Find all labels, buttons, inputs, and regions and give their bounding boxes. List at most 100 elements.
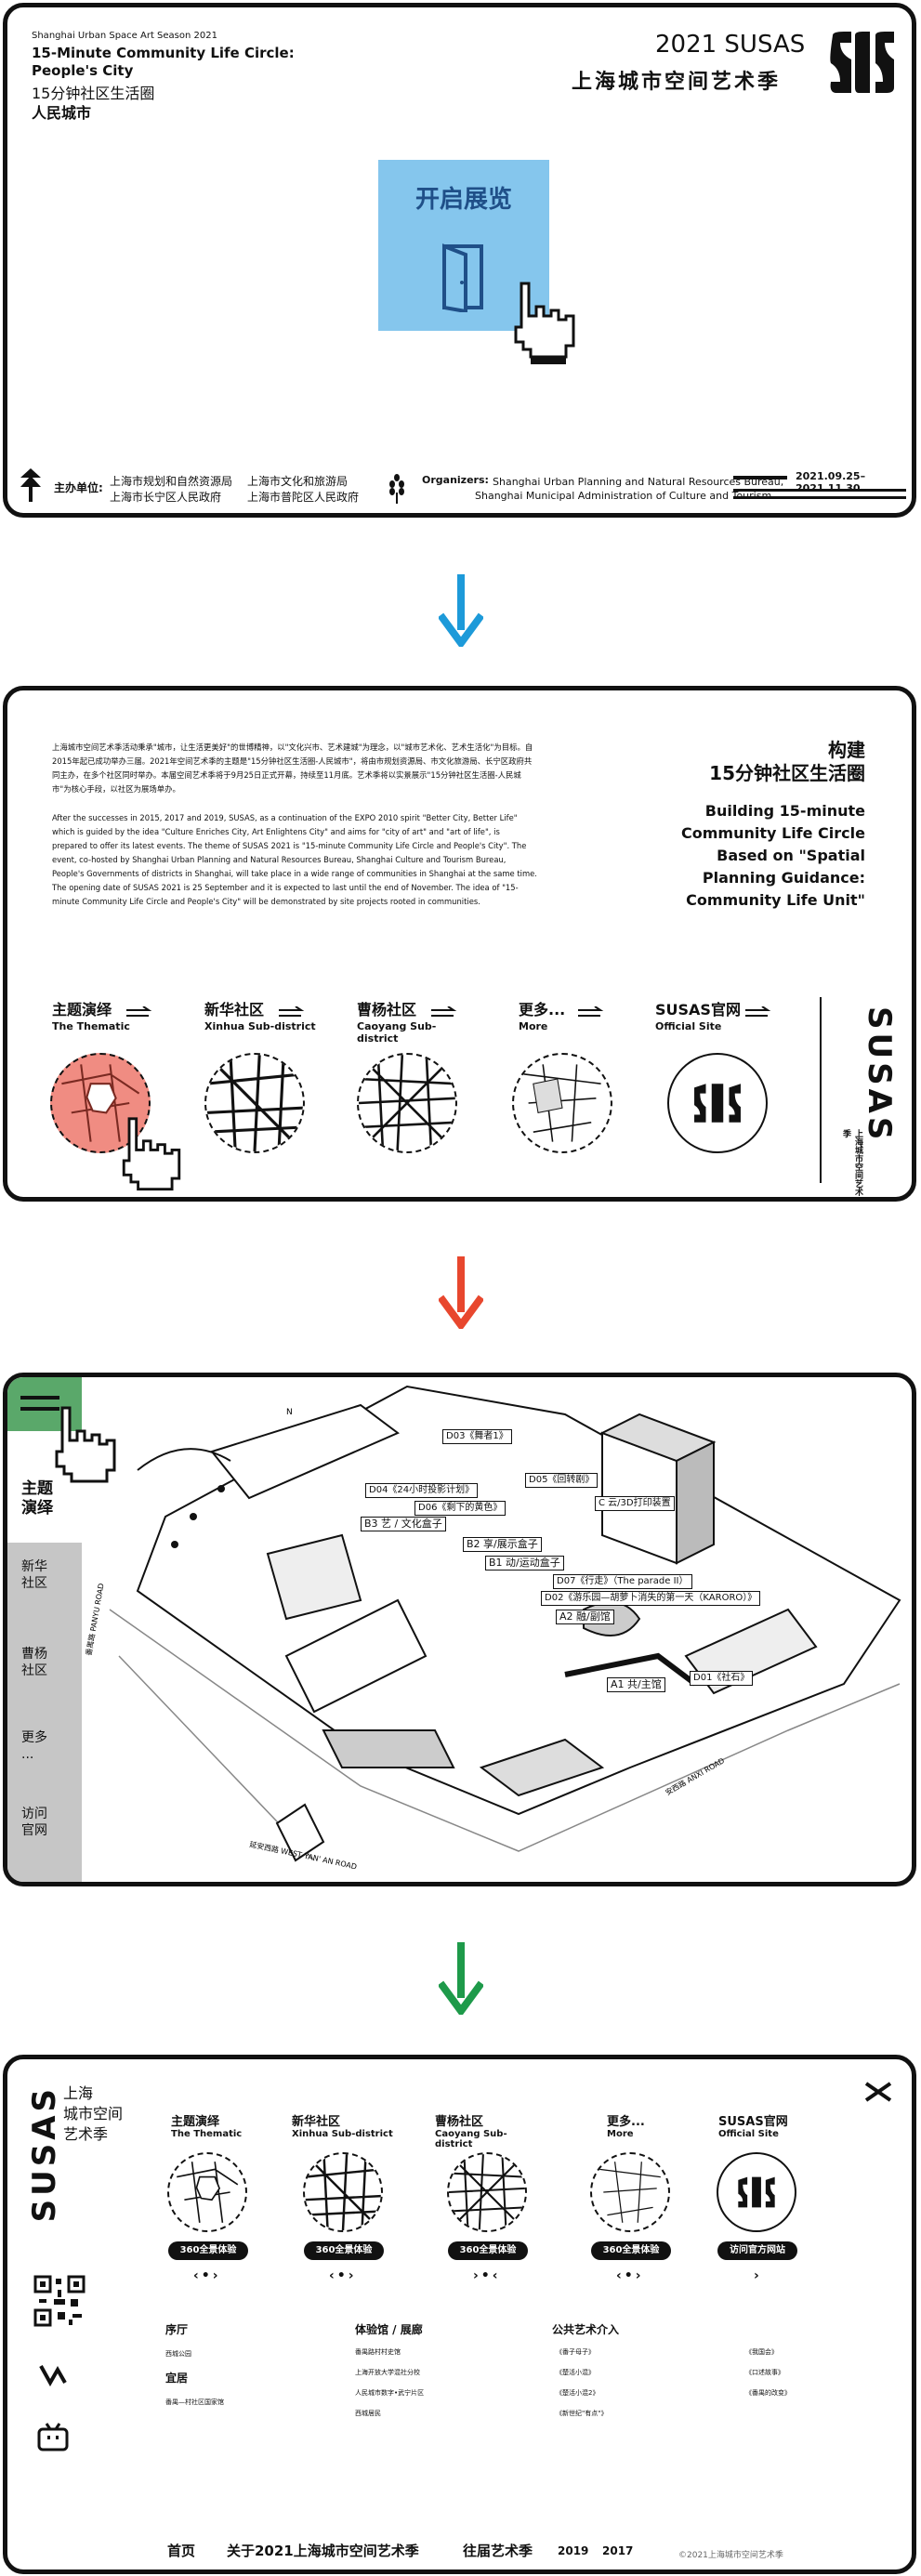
menu-item[interactable]: 《楚活小混》 — [556, 2369, 595, 2376]
menu-item[interactable]: 番禺路村村史馆 — [355, 2348, 401, 2356]
map-tag-a1[interactable]: A1 共/主馆 — [607, 1677, 665, 1692]
nav-arrow-icon — [578, 1006, 604, 1017]
enter-exhibition-label: 开启展览 — [414, 186, 512, 214]
intro-cn-text: 上海城市空间艺术季活动秉承"城市，让生活更美好"的世博精神，以"文化兴市、艺术建… — [52, 743, 533, 794]
caoyang-map-circle[interactable] — [357, 1053, 457, 1153]
footer-item-more[interactable]: 更多...More — [607, 2115, 645, 2139]
thematic-map-icon — [61, 1064, 140, 1142]
menu-item[interactable]: 西城居民 — [355, 2410, 381, 2417]
susas-logo-icon — [830, 32, 894, 93]
organizers-label: Organizers: — [422, 474, 489, 486]
side-item-caoyang[interactable]: 曹杨 社区 — [21, 1647, 47, 1678]
side-item-official[interactable]: 访问 官网 — [21, 1807, 47, 1838]
close-icon[interactable] — [864, 2082, 892, 2102]
menu-item[interactable]: 《番子母子》 — [556, 2348, 595, 2356]
nav-more[interactable]: 更多... More — [519, 1001, 566, 1033]
panorama-button-more[interactable]: 360全景体验 — [591, 2241, 671, 2260]
footer-brand: SUSAS — [26, 2085, 63, 2223]
menu-heading-livable: 宜居 — [165, 2372, 189, 2385]
map-tag-d05[interactable]: D05《回转剧》 — [525, 1473, 599, 1488]
road-anxi: 安西路 ANXI ROAD — [664, 1755, 726, 1797]
footer-link-home[interactable]: 首页 — [167, 2543, 196, 2559]
date-underline — [733, 489, 906, 492]
pager-thematic[interactable]: ‹•› — [193, 2268, 221, 2283]
footer-official-circle[interactable] — [717, 2152, 796, 2232]
footer-link-previous[interactable]: 往届艺术季 — [463, 2543, 533, 2559]
panorama-button-caoyang[interactable]: 360全景体验 — [448, 2241, 528, 2260]
footer-caoyang-circle[interactable] — [447, 2152, 527, 2232]
footer-more-circle[interactable] — [590, 2152, 670, 2232]
pager-xinhua[interactable]: ‹•› — [329, 2268, 357, 2283]
video-channel-icon[interactable] — [39, 2362, 67, 2386]
visit-official-button[interactable]: 访问官方网站 — [717, 2241, 797, 2260]
site-map[interactable]: 安西路 ANXI ROAD 番禺路 PANYU ROAD 延安西路 WEST Y… — [82, 1377, 914, 1882]
nav-arrow-icon — [431, 1006, 457, 1017]
nav-arrow-icon — [279, 1006, 305, 1017]
menu-item[interactable]: 《楚活小混2》 — [556, 2389, 599, 2397]
pager-caoyang[interactable]: ›•‹ — [473, 2268, 501, 2283]
xinhua-map-icon — [305, 2154, 381, 2230]
bilibili-tv-icon[interactable] — [37, 2422, 69, 2451]
map-tag-d06[interactable]: D06《剩下的黄色》 — [414, 1501, 507, 1516]
map-tag-c[interactable]: C 云/3D打印装置 — [595, 1496, 675, 1511]
official-site-circle[interactable] — [667, 1053, 768, 1153]
enter-exhibition-button[interactable]: 开启展览 — [378, 160, 549, 331]
menu-item[interactable]: 番禺—村社区国家馆 — [165, 2399, 224, 2406]
footer-xinhua-circle[interactable] — [303, 2152, 383, 2232]
vertical-brand: SUSAS — [861, 1006, 898, 1144]
more-map-icon — [599, 2162, 661, 2223]
map-tag-b3[interactable]: B3 艺 / 文化盒子 — [361, 1517, 446, 1531]
menu-item[interactable]: 《口述故事》 — [745, 2369, 784, 2376]
panorama-button-thematic[interactable]: 360全景体验 — [168, 2241, 248, 2260]
more-map-circle[interactable] — [512, 1053, 612, 1153]
thematic-map-icon — [177, 2162, 239, 2223]
nav-thematic[interactable]: 主题演绎 The Thematic — [52, 1001, 130, 1033]
hosts-col-1: 上海市规划和自然资源局上海市长宁区人民政府 — [110, 475, 233, 504]
pointer-hand-icon — [55, 1406, 116, 1483]
intro-en-text: After the successes in 2015, 2017 and 20… — [52, 813, 537, 906]
nav-xinhua[interactable]: 新华社区 Xinhua Sub-district — [204, 1001, 316, 1033]
side-item-xinhua[interactable]: 新华 社区 — [21, 1559, 47, 1591]
pager-more[interactable]: ‹•› — [616, 2268, 644, 2283]
brand-en: 2021 SUSAS — [655, 31, 806, 59]
menu-item[interactable]: 《番禺的改变》 — [745, 2389, 791, 2397]
brand-cn: 上海城市空间艺术季 — [572, 71, 782, 94]
menu-heading-public-art: 公共艺术介入 — [552, 2323, 620, 2336]
date-divider — [733, 476, 787, 480]
menu-item[interactable]: 上海开放大学混社分校 — [355, 2369, 420, 2376]
nav-caoyang[interactable]: 曹杨社区 Caoyang Sub-district — [357, 1001, 437, 1045]
side-item-more[interactable]: 更多 ... — [21, 1730, 47, 1762]
menu-item[interactable]: 《我国会》 — [745, 2348, 778, 2356]
map-tag-d03[interactable]: D03《舞者1》 — [442, 1429, 512, 1444]
tree-icon — [20, 468, 41, 502]
nav-official-site[interactable]: SUSAS官网 Official Site — [655, 1001, 741, 1033]
headline-en: Building 15-minute Community Life Circle… — [681, 802, 865, 909]
map-tag-a2[interactable]: A2 融/副馆 — [556, 1610, 614, 1624]
map-tag-b1[interactable]: B1 动/运动盒子 — [485, 1556, 564, 1571]
panorama-button-xinhua[interactable]: 360全景体验 — [304, 2241, 384, 2260]
map-tag-b2[interactable]: B2 享/展示盒子 — [463, 1537, 542, 1552]
map-tag-d07[interactable]: D07《行走》（The parade II） — [553, 1574, 692, 1589]
xinhua-map-circle[interactable] — [204, 1053, 305, 1153]
pager-official[interactable]: › — [754, 2268, 762, 2283]
map-tag-d04[interactable]: D04《24小时投影计划》 — [365, 1483, 479, 1498]
menu-item[interactable]: 西城公园 — [165, 2350, 191, 2358]
menu-item[interactable]: 《新世纪"有点"》 — [556, 2410, 608, 2417]
organizers-2: Shanghai Municipal Administration of Cul… — [475, 490, 772, 502]
footer-link-about[interactable]: 关于2021上海城市空间艺术季 — [227, 2543, 419, 2559]
side-item-thematic[interactable]: 主题 演绎 — [21, 1479, 53, 1518]
map-tag-d01[interactable]: D01《社石》 — [690, 1671, 754, 1686]
footer-link-2019[interactable]: 2019 — [558, 2544, 589, 2557]
north-marker: N — [286, 1408, 293, 1417]
footer-thematic-circle[interactable] — [167, 2152, 247, 2232]
map-tag-d02[interactable]: D02《游乐园—胡萝卜消失的第一天（KARORO）》 — [541, 1591, 761, 1606]
footer-link-2017[interactable]: 2017 — [602, 2544, 634, 2557]
menu-button[interactable] — [7, 1377, 82, 1431]
title-en: 15-Minute Community Life Circle: People'… — [32, 45, 295, 79]
menu-item[interactable]: 人民城市数字•武宁片区 — [355, 2389, 425, 2397]
menu-heading-galleries: 体验馆 / 展廊 — [355, 2323, 423, 2336]
